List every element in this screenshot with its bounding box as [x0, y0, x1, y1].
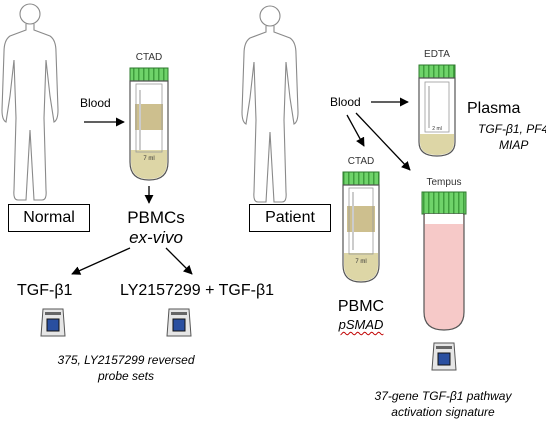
normal-label-box: Normal	[8, 204, 90, 232]
tempus-tube	[421, 191, 467, 331]
arrow-pbmcs-to-tgf	[71, 247, 131, 275]
arrows	[71, 97, 411, 275]
ctad-left-label: CTAD	[135, 52, 163, 63]
ctad-left-volume: 7 ml	[143, 156, 155, 162]
arrow-blood-to-ctad-right	[346, 114, 365, 147]
microarray-chip-center	[166, 308, 192, 337]
arrow-blood-to-tempus	[355, 112, 411, 171]
pbmcs-title: PBMCs	[127, 208, 185, 227]
ctad-right-volume: 7 ml	[355, 259, 367, 265]
normal-person-figure	[1, 3, 59, 201]
result-line-1: 375, LY2157299 reversed	[57, 353, 195, 367]
tempus-label: Tempus	[426, 177, 462, 188]
patient-label: Patient	[265, 209, 315, 226]
normal-label: Normal	[23, 209, 75, 226]
plasma-line-2: MIAP	[499, 138, 529, 152]
microarray-chip-left	[40, 308, 66, 337]
ctad-right-label: CTAD	[347, 156, 375, 167]
edta-volume: 2 ml	[432, 126, 442, 132]
result-line-2: probe sets	[97, 369, 155, 383]
edta-label: EDTA	[424, 49, 450, 60]
blood-right-label: Blood	[330, 95, 361, 109]
plasma-line-1: TGF-β1, PF4,	[478, 122, 546, 136]
arrow-pbmcs-to-ly	[165, 247, 193, 275]
pbmc-right-subtitle: pSMAD	[338, 317, 384, 332]
plasma-title: Plasma	[467, 100, 521, 117]
pbmcs-subtitle: ex-vivo	[129, 228, 183, 247]
ctad-tube-right	[342, 171, 380, 283]
ctad-tube-left	[129, 67, 169, 181]
branch-tgf-label: TGF-β1	[17, 282, 73, 299]
pbmc-right-title: PBMC	[337, 298, 385, 315]
microarray-chip-right	[431, 342, 457, 371]
signature-line-2: activation signature	[391, 405, 495, 419]
patient-label-box: Patient	[249, 204, 331, 232]
signature-line-1: 37-gene TGF-β1 pathway	[374, 389, 512, 403]
branch-ly-label: LY2157299 + TGF-β1	[120, 282, 275, 299]
edta-tube	[418, 64, 456, 157]
patient-person-figure	[241, 5, 299, 203]
blood-left-label: Blood	[80, 96, 111, 110]
